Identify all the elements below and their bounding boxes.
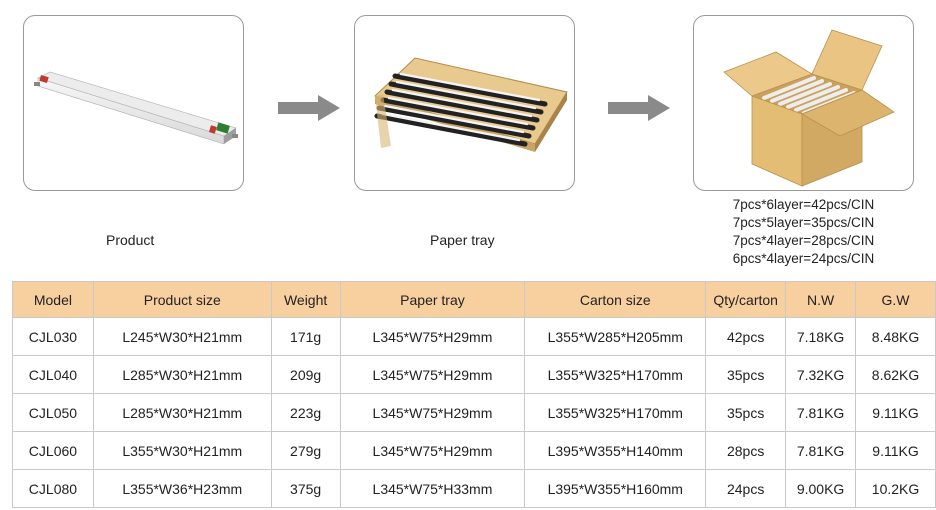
caption-product: Product	[106, 232, 155, 248]
header-weight: Weight	[270, 281, 341, 318]
cell-paper-tray: L345*W75*H29mm	[339, 393, 526, 432]
cell-paper-tray: L345*W75*H29mm	[339, 431, 526, 470]
cell-net-weight: 7.32KG	[785, 355, 857, 394]
header-net-weight: N.W	[785, 281, 857, 318]
table-row: CJL060 L355*W30*H21mm 279g L345*W75*H29m…	[12, 431, 936, 470]
cell-paper-tray: L345*W75*H29mm	[339, 355, 526, 394]
cell-paper-tray: L345*W75*H33mm	[339, 469, 526, 508]
cell-qty: 35pcs	[705, 355, 787, 394]
cell-gross-weight: 9.11KG	[855, 393, 936, 432]
cell-carton-size: L395*W355*H160mm	[524, 469, 707, 508]
cell-model: CJL030	[12, 317, 94, 356]
caption-paper-tray: Paper tray	[430, 232, 495, 248]
cell-model: CJL050	[12, 393, 94, 432]
cell-product-size: L355*W30*H21mm	[92, 431, 272, 470]
cell-net-weight: 9.00KG	[785, 469, 857, 508]
table-row: CJL030 L245*W30*H21mm 171g L345*W75*H29m…	[12, 317, 936, 356]
cell-gross-weight: 10.2KG	[855, 469, 936, 508]
cell-model: CJL040	[12, 355, 94, 394]
cell-gross-weight: 9.11KG	[855, 431, 936, 470]
header-model: Model	[12, 281, 94, 318]
cell-carton-size: L355*W325*H170mm	[524, 355, 707, 394]
paper-tray-image	[374, 57, 568, 152]
cell-model: CJL080	[12, 469, 94, 508]
carton-packing-notes: 7pcs*6layer=42pcs/CIN 7pcs*5layer=35pcs/…	[693, 196, 914, 268]
cell-net-weight: 7.81KG	[785, 393, 857, 432]
cell-weight: 279g	[270, 431, 341, 470]
paper-tray-image-card	[354, 15, 575, 191]
carton-image-card	[693, 15, 914, 191]
cell-gross-weight: 8.48KG	[855, 317, 936, 356]
arrow-right-icon	[278, 95, 340, 121]
carton-box-image	[723, 29, 895, 187]
header-carton-size: Carton size	[524, 281, 707, 318]
carton-note: 7pcs*6layer=42pcs/CIN	[732, 197, 875, 212]
cell-paper-tray: L345*W75*H29mm	[339, 317, 526, 356]
carton-note: 7pcs*4layer=28pcs/CIN	[732, 233, 875, 248]
cell-qty: 24pcs	[705, 469, 787, 508]
cell-carton-size: L355*W285*H205mm	[524, 317, 707, 356]
cell-gross-weight: 8.62KG	[855, 355, 936, 394]
cell-net-weight: 7.18KG	[785, 317, 857, 356]
cell-product-size: L355*W36*H23mm	[92, 469, 272, 508]
cell-net-weight: 7.81KG	[785, 431, 857, 470]
cell-weight: 171g	[270, 317, 341, 356]
cell-weight: 209g	[270, 355, 341, 394]
cell-weight: 223g	[270, 393, 341, 432]
product-image-card	[23, 15, 244, 191]
header-gross-weight: G.W	[855, 281, 936, 318]
cell-product-size: L245*W30*H21mm	[92, 317, 272, 356]
table-row: CJL050 L285*W30*H21mm 223g L345*W75*H29m…	[12, 393, 936, 432]
cell-product-size: L285*W30*H21mm	[92, 355, 272, 394]
cell-qty: 28pcs	[705, 431, 787, 470]
cell-product-size: L285*W30*H21mm	[92, 393, 272, 432]
table-row: CJL080 L355*W36*H23mm 375g L345*W75*H33m…	[12, 469, 936, 508]
carton-note: 7pcs*5layer=35pcs/CIN	[732, 215, 875, 230]
cell-carton-size: L355*W325*H170mm	[524, 393, 707, 432]
header-qty-carton: Qty/carton	[705, 281, 787, 318]
cell-model: CJL060	[12, 431, 94, 470]
cell-qty: 35pcs	[705, 393, 787, 432]
packaging-spec-table: Model Product size Weight Paper tray Car…	[12, 281, 936, 508]
header-paper-tray: Paper tray	[339, 281, 526, 318]
table-header-row: Model Product size Weight Paper tray Car…	[12, 281, 936, 318]
carton-note: 6pcs*4layer=24pcs/CIN	[732, 251, 875, 266]
led-driver-image	[34, 71, 238, 145]
cell-weight: 375g	[270, 469, 341, 508]
cell-carton-size: L395*W355*H140mm	[524, 431, 707, 470]
cell-qty: 42pcs	[705, 317, 787, 356]
arrow-right-icon	[608, 95, 670, 121]
header-product-size: Product size	[92, 281, 272, 318]
table-row: CJL040 L285*W30*H21mm 209g L345*W75*H29m…	[12, 355, 936, 394]
